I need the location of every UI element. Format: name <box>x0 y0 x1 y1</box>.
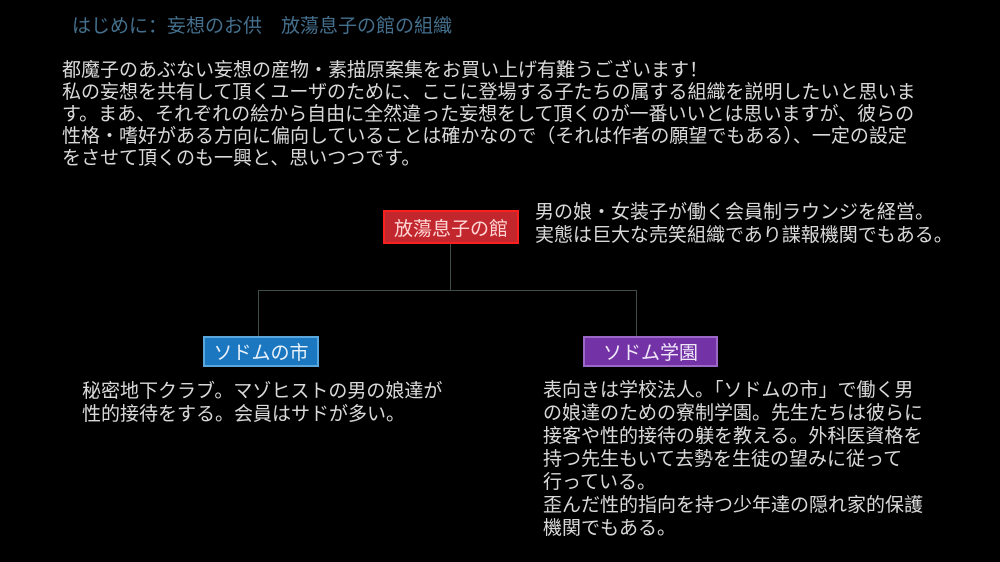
description-line: 表向きは学校法人。「ソドムの市」で働く男 <box>543 379 914 401</box>
page-title: はじめに：妄想のお供 放蕩息子の館の組織 <box>72 15 453 37</box>
intro-line: 性格・嗜好がある方向に偏向していることは確かなので（それは作者の願望でもある）、… <box>62 125 907 147</box>
org-node-sodom-academy-description: 表向きは学校法人。「ソドムの市」で働く男 の娘達のための寮制学園。先生たちは彼ら… <box>543 379 923 540</box>
org-node-root: 放蕩息子の館 <box>383 210 519 244</box>
description-line: 実態は巨大な売笑組織であり諜報機関でもある。 <box>535 224 953 246</box>
org-node-sodom-market-description: 秘密地下クラブ。マゾヒストの男の娘達が 性的接待をする。会員はサドが多い。 <box>82 380 442 426</box>
description-line: 接客や性的接待の躾を教える。外科医資格を <box>543 425 923 447</box>
org-node-sodom-market: ソドムの市 <box>203 336 319 367</box>
intro-line: をさせて頂くのも一興と、思いつつです。 <box>62 147 421 169</box>
description-line: 歪んだ性的指向を持つ少年達の隠れ家的保護 <box>543 494 924 516</box>
intro-paragraph: 都魔子のあぶない妄想の産物・素描原案集をお買い上げ有難うございます！ 私の妄想を… <box>62 59 915 169</box>
intro-line: 私の妄想を共有して頂くユーザのために、ここに登場する子たちの属する組織を説明した… <box>62 81 916 103</box>
intro-line: す。まあ、それぞれの絵から自由に全然違った妄想をして頂くのが一番いいとは思います… <box>62 103 915 125</box>
description-line: 持つ先生もいて去勢を生徒の望みに従って <box>543 448 903 470</box>
description-line: 秘密地下クラブ。マゾヒストの男の娘達が <box>82 380 443 402</box>
description-line: 性的接待をする。会員はサドが多い。 <box>82 403 406 425</box>
org-node-root-description: 男の娘・女装子が働く会員制ラウンジを経営。 実態は巨大な売笑組織であり諜報機関で… <box>535 201 953 247</box>
connector-root-vertical <box>450 244 451 291</box>
description-line: の娘達のための寮制学園。先生たちは彼らに <box>543 402 924 424</box>
connector-right-vertical <box>636 291 637 336</box>
intro-line: 都魔子のあぶない妄想の産物・素描原案集をお買い上げ有難うございます！ <box>62 59 709 81</box>
description-line: 行っている。 <box>543 471 657 493</box>
connector-horizontal <box>258 290 637 291</box>
org-node-sodom-academy: ソドム学園 <box>583 336 718 367</box>
connector-left-vertical <box>258 291 259 336</box>
description-line: 機関でもある。 <box>543 517 677 539</box>
description-line: 男の娘・女装子が働く会員制ラウンジを経営。 <box>535 201 935 223</box>
